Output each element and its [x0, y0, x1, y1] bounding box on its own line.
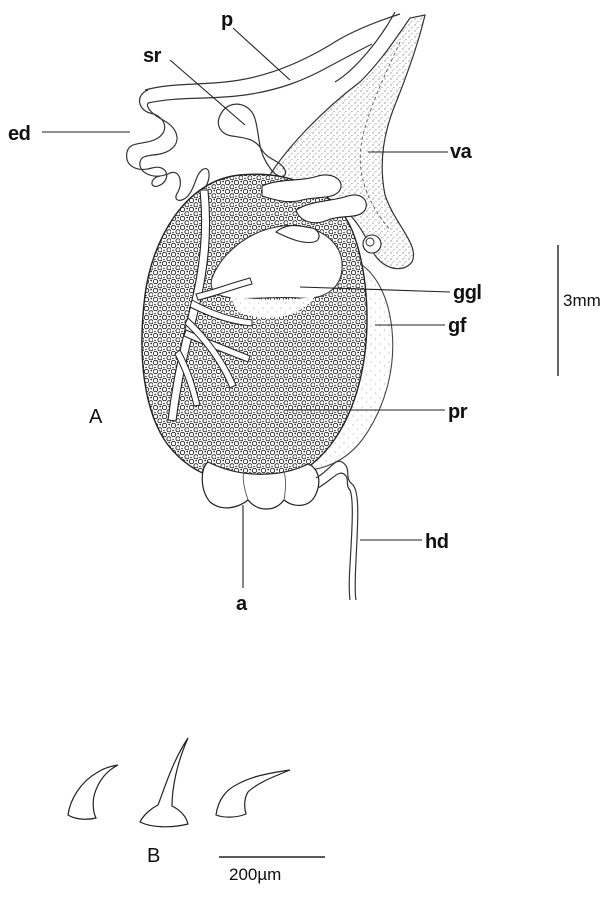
label-sr: sr	[143, 45, 162, 67]
spine-3	[216, 770, 290, 817]
hermaphrodite-duct-inner	[318, 473, 352, 600]
scale-bar-200um-label: 200µm	[229, 865, 281, 884]
spine-1	[68, 765, 118, 819]
panel-label-a: A	[89, 406, 103, 428]
panel-a-drawing: p sr ed va ggl gf pr hd a A 3mm	[8, 9, 601, 615]
label-gf: gf	[448, 315, 467, 337]
penis-tube	[145, 14, 400, 90]
leader-p	[233, 28, 290, 80]
label-p: p	[221, 9, 233, 31]
label-a: a	[236, 593, 248, 615]
label-hd: hd	[425, 531, 448, 553]
spine-2	[140, 738, 188, 827]
label-pr: pr	[448, 401, 468, 423]
label-ggl: ggl	[453, 282, 482, 304]
scale-bar-3mm-label: 3mm	[563, 291, 601, 310]
panel-label-b: B	[147, 845, 160, 867]
ejaculatory-duct	[127, 90, 167, 186]
label-ed: ed	[8, 123, 30, 145]
leader-sr	[170, 60, 245, 125]
panel-b-drawing: B 200µm	[68, 738, 325, 884]
prostate-body	[142, 174, 367, 483]
duct-loop-end-inner	[366, 238, 374, 246]
label-va: va	[450, 141, 473, 163]
ejaculatory-duct-inner	[140, 103, 209, 200]
